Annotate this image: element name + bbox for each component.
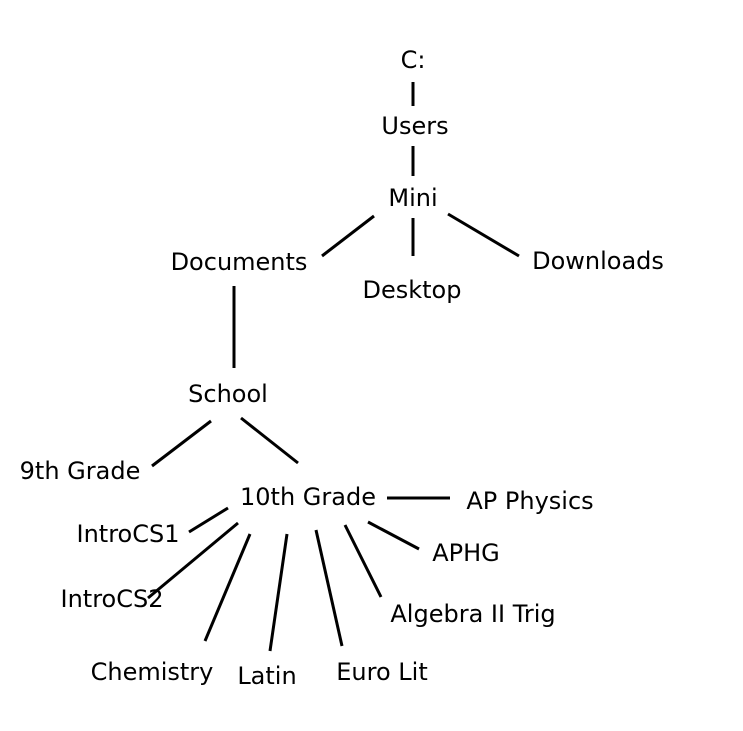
edge-mini-documents [321, 214, 375, 258]
edge-10th-latin [268, 533, 289, 652]
node-mini: Mini [388, 184, 437, 212]
node-ap-physics: AP Physics [466, 487, 593, 515]
edge-school-9th-grade [151, 419, 212, 468]
node-introcs2: IntroCS2 [61, 585, 164, 613]
node-school: School [188, 380, 268, 408]
edge-10th-chemistry [203, 533, 252, 642]
node-c-drive: C: [401, 46, 426, 74]
tree-edges [147, 82, 520, 652]
node-chemistry: Chemistry [91, 658, 214, 686]
edge-10th-algebra-ii-trig [343, 524, 383, 598]
node-10th-grade: 10th Grade [240, 483, 376, 511]
node-algebra-ii-trig: Algebra II Trig [390, 600, 555, 628]
node-euro-lit: Euro Lit [336, 658, 427, 686]
node-introcs1: IntroCS1 [77, 520, 180, 548]
edge-10th-introcs1 [188, 506, 229, 534]
edge-school-10th-grade [240, 416, 299, 465]
tree-nodes: C: Users Mini Documents Desktop Download… [20, 46, 664, 690]
node-downloads: Downloads [532, 247, 664, 275]
edge-10th-aphg [367, 520, 420, 551]
node-aphg: APHG [432, 539, 500, 567]
node-9th-grade: 9th Grade [20, 457, 141, 485]
node-desktop: Desktop [363, 276, 462, 304]
node-users: Users [381, 112, 448, 140]
edge-10th-introcs2 [147, 521, 239, 600]
node-documents: Documents [171, 248, 308, 276]
edge-mini-downloads [447, 212, 520, 258]
node-latin: Latin [237, 662, 296, 690]
edge-10th-euro-lit [314, 529, 344, 647]
